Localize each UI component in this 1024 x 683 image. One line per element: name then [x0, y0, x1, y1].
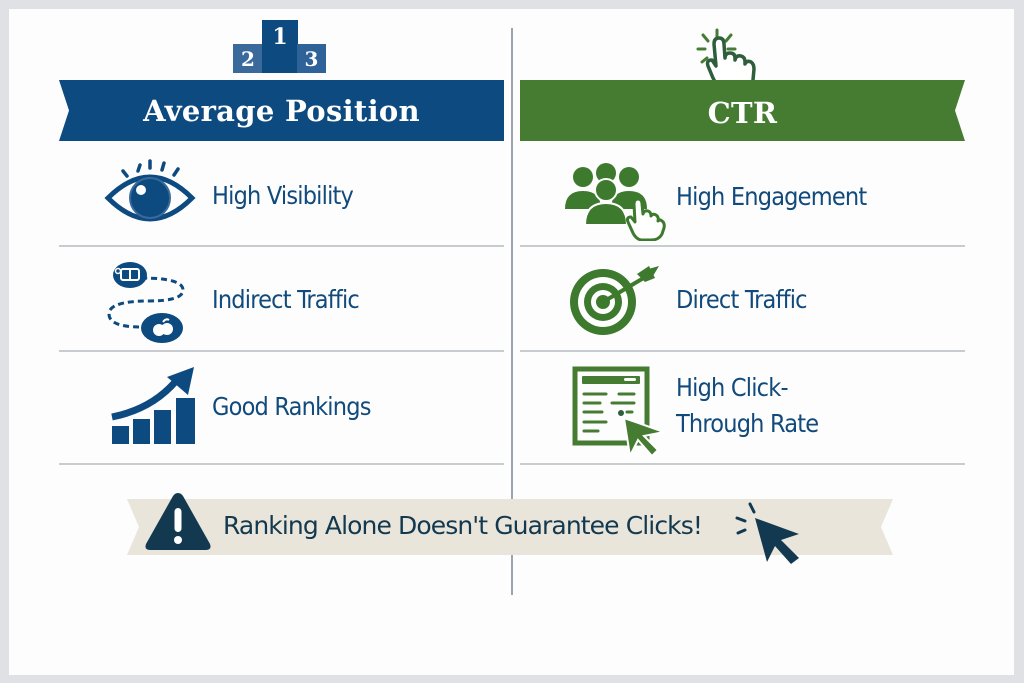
row-divider: [520, 245, 965, 247]
item-label-good-rankings: Good Rankings: [212, 392, 371, 421]
row-divider: [59, 245, 504, 247]
podium-number-first: 1: [272, 24, 288, 50]
row-divider: [59, 463, 504, 465]
podium-block-second: 2: [233, 44, 263, 73]
webpage-cursor-icon: [572, 366, 672, 458]
item-label-direct-traffic: Direct Traffic: [676, 285, 808, 314]
ctr-banner: CTR: [520, 80, 965, 141]
row-divider: [59, 350, 504, 352]
item-label-high-engagement: High Engagement: [676, 182, 867, 211]
podium-number-third: 3: [304, 47, 319, 71]
people-tap-icon: [563, 163, 669, 241]
item-label-high-visibility: High Visibility: [212, 181, 354, 210]
podium-block-first: 1: [262, 20, 298, 73]
podium-number-second: 2: [241, 47, 255, 71]
eye-icon: [104, 158, 196, 224]
tap-hand-icon: [690, 22, 770, 94]
indirect-path-icon: [105, 256, 193, 344]
alert-message: Ranking Alone Doesn't Guarantee Clicks!: [223, 511, 703, 540]
row-divider: [520, 350, 965, 352]
ctr-title: CTR: [707, 95, 778, 130]
item-label-high-ctr-line1: High Click-: [676, 373, 789, 402]
column-divider: [511, 28, 513, 595]
item-label-high-ctr-line2: Through Rate: [676, 409, 819, 438]
podium-block-third: 3: [297, 44, 326, 73]
item-label-indirect-traffic: Indirect Traffic: [212, 285, 360, 314]
rising-bar-chart-icon: [110, 365, 200, 445]
warning-icon: [143, 490, 213, 552]
average-position-banner: Average Position: [59, 80, 504, 141]
row-divider: [520, 463, 965, 465]
target-arrow-icon: [565, 262, 665, 340]
average-position-title: Average Position: [143, 93, 420, 128]
cursor-click-icon: [733, 500, 803, 566]
